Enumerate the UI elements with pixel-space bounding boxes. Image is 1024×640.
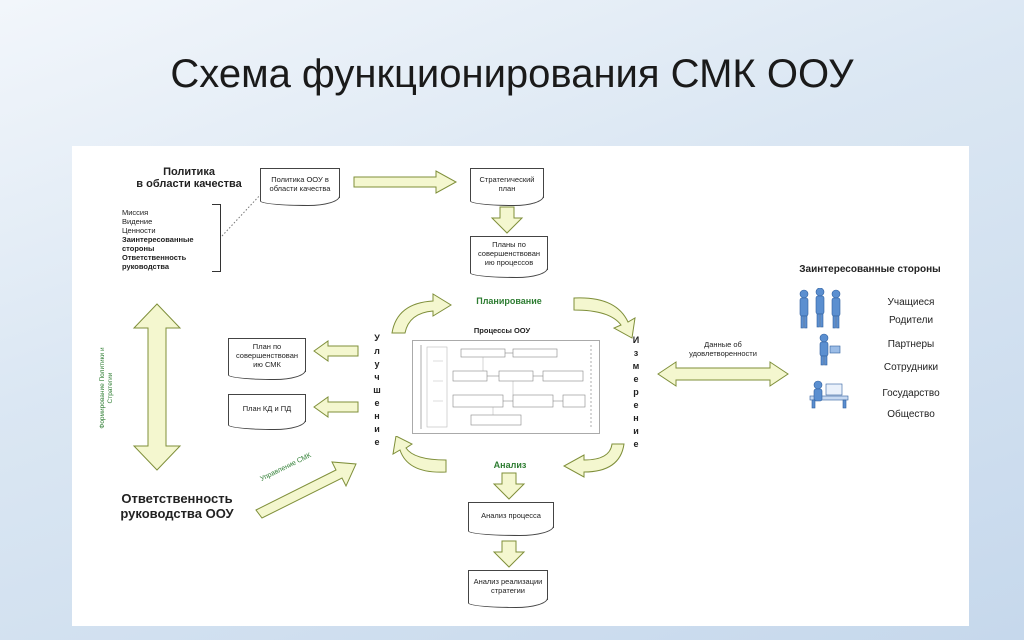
- planning-label: Планирование: [476, 296, 542, 306]
- policy-title-line-1: Политика: [163, 166, 215, 178]
- satisfaction-label-line-1: Данные об: [704, 340, 742, 349]
- improvement-letter: и: [374, 424, 380, 434]
- policy-items-bracket: [212, 204, 221, 272]
- stakeholder-item: Партнеры: [887, 339, 935, 350]
- employees-icon: [809, 380, 849, 409]
- improvement-letter: л: [374, 346, 380, 356]
- processes-inner-flow: [420, 345, 592, 429]
- measurement-letter: н: [633, 413, 639, 423]
- vertical-label-line-1: Формирование Политики и: [99, 347, 106, 429]
- improvement-letter: н: [374, 411, 380, 421]
- arrow-down-1: [490, 206, 524, 234]
- arrow-down-3: [492, 540, 526, 568]
- measurement-letter: И: [632, 335, 640, 345]
- measurement-letter: е: [633, 400, 639, 410]
- policy-item: Миссия: [122, 208, 149, 217]
- policy-item: руководства: [122, 262, 170, 271]
- vertical-label: Формирование Политики и Стратегии: [92, 336, 122, 446]
- kd-pd-plan-doc: План КД и ПД: [228, 394, 306, 430]
- curved-arrow-top-left: [391, 293, 452, 334]
- curved-arrow-bottom-right: [562, 443, 625, 478]
- improvement-letter: У: [374, 333, 380, 343]
- policy-item: Заинтересованные: [122, 235, 194, 244]
- arrow-down-2: [492, 472, 526, 500]
- responsibility-title-line-1: Ответственность: [121, 491, 233, 506]
- improvement-label: У л у ч ш е н и е: [370, 332, 384, 449]
- strategic-plan-doc: Стратегический план: [470, 168, 544, 206]
- measurement-letter: м: [632, 361, 640, 371]
- improvement-letter: ш: [373, 385, 381, 395]
- processes-block: [412, 340, 600, 434]
- policy-doc: Политика ООУ в области качества: [260, 168, 340, 206]
- measurement-letter: е: [633, 439, 639, 449]
- improvement-letter: у: [374, 359, 380, 369]
- vertical-label-line-2: Стратегии: [107, 372, 114, 404]
- measurement-label: И з м е р е н и е: [629, 334, 643, 451]
- policy-title-line-2: в области качества: [136, 178, 242, 190]
- policy-title: Политика в области качества: [134, 166, 244, 190]
- policy-item: стороны: [122, 244, 155, 253]
- improvement-plans-doc: Планы по совершенствован ию процессов: [470, 236, 548, 278]
- management-arrow: [255, 461, 357, 519]
- stakeholder-item: Учащиеся: [887, 297, 935, 308]
- policy-strategy-double-arrow: [132, 303, 182, 471]
- responsibility-title: Ответственность руководства ООУ: [102, 491, 252, 521]
- satisfaction-label: Данные об удовлетворенности: [668, 340, 778, 358]
- policy-item: Ответственность: [122, 253, 187, 262]
- curved-arrow-bottom-left: [392, 436, 447, 473]
- arrow-to-qms-plan: [313, 340, 359, 362]
- measurement-letter: з: [633, 348, 639, 358]
- responsibility-title-line-2: руководства ООУ: [120, 506, 234, 521]
- measurement-letter: и: [633, 426, 639, 436]
- stakeholder-item: Государство: [882, 388, 940, 399]
- students-parents-icon: [799, 288, 841, 329]
- stakeholder-item: Сотрудники: [883, 362, 939, 373]
- arrow-to-kd-pd-plan: [313, 396, 359, 418]
- improvement-letter: е: [374, 437, 380, 447]
- stakeholder-item: Родители: [888, 315, 934, 326]
- stakeholder-item: Общество: [887, 409, 935, 420]
- satisfaction-double-arrow: [657, 361, 789, 387]
- arrow-policy-to-strategy: [353, 170, 458, 194]
- policy-item: Видение: [122, 217, 153, 226]
- improvement-letter: ч: [374, 372, 380, 382]
- process-analysis-doc: Анализ процесса: [468, 502, 554, 536]
- diagram-panel: Политика в области качества Миссия Виден…: [72, 146, 969, 626]
- satisfaction-label-line-2: удовлетворенности: [689, 349, 757, 358]
- curved-arrow-top-right: [573, 297, 636, 339]
- qms-plan-doc: План по совершенствован ию СМК: [228, 338, 306, 380]
- processes-title: Процессы ООУ: [473, 326, 531, 335]
- policy-item: Ценности: [122, 226, 156, 235]
- stakeholders-list: Учащиеся Родители Партнеры Сотрудники Го…: [860, 292, 962, 426]
- measurement-letter: е: [633, 374, 639, 384]
- slide-title: Схема функционирования СМК ООУ: [170, 52, 854, 96]
- partners-icon: [819, 333, 841, 366]
- stakeholders-title: Заинтересованные стороны: [799, 264, 941, 275]
- dotted-connector: [221, 192, 263, 237]
- policy-items-list: Миссия Видение Ценности Заинтересованные…: [122, 208, 194, 271]
- measurement-letter: р: [633, 387, 639, 397]
- analysis-label: Анализ: [493, 460, 527, 470]
- improvement-letter: е: [374, 398, 380, 408]
- strategy-analysis-doc: Анализ реализации стратегии: [468, 570, 548, 608]
